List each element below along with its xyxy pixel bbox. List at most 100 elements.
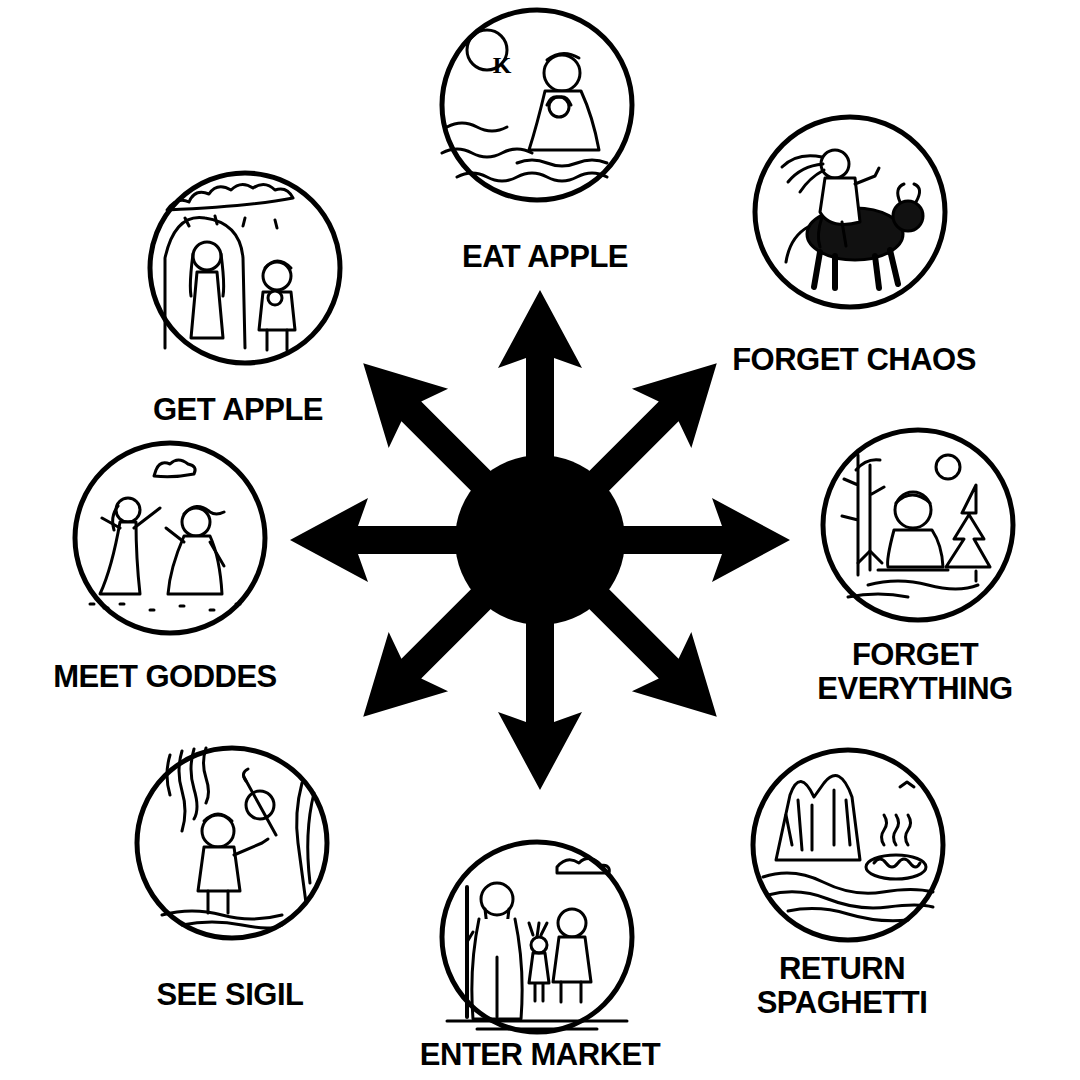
cave-scene <box>265 261 291 268</box>
goddess-scene <box>90 604 240 610</box>
spaghetti-scene <box>882 815 911 845</box>
circle-outline <box>134 745 330 941</box>
scene-label: FORGET CHAOS <box>724 343 984 377</box>
sigil-scene <box>204 814 232 821</box>
circle-outline <box>823 430 1013 620</box>
cave-scene <box>165 218 245 349</box>
scene-label: EAT APPLE <box>425 240 665 274</box>
circle-outline <box>442 842 632 1032</box>
eat-apple-scene <box>547 97 571 105</box>
circle-outline <box>439 839 635 1035</box>
eat-apple-scene <box>544 55 580 91</box>
goddess-scene <box>116 498 140 522</box>
scene-circle: GET APPLE <box>147 170 343 366</box>
circle-outline <box>439 7 635 203</box>
sitting-child-scene <box>858 551 882 563</box>
eat-apple-scene <box>547 53 579 60</box>
circle-outline <box>755 117 945 307</box>
scene-label: ENTER MARKET <box>410 1038 670 1072</box>
circle-outline <box>147 170 343 366</box>
goddess-scene <box>102 508 160 528</box>
scene-circle: FORGET EVERYTHING <box>820 427 1016 623</box>
spaghetti-scene <box>874 859 920 867</box>
cave-scene <box>263 262 291 290</box>
circle-outline <box>75 443 265 633</box>
scene-label: SEE SIGIL <box>130 978 330 1012</box>
goddess-scene <box>90 460 240 610</box>
sitting-child-scene <box>856 460 880 470</box>
cave-scene <box>191 272 223 338</box>
chaos-star <box>455 455 625 625</box>
sigil-scene <box>244 777 276 835</box>
chaos-star <box>290 290 790 790</box>
circle-outline <box>753 750 943 940</box>
ox-rider-scene <box>782 156 824 192</box>
cave-scene <box>259 292 295 330</box>
eat-apple-scene <box>529 91 599 150</box>
scene-label: FORGET EVERYTHING <box>800 638 1030 706</box>
ox-rider-scene <box>818 217 846 247</box>
goddess-scene <box>184 506 224 514</box>
sigil-scene <box>202 815 234 847</box>
market-scene <box>553 937 591 982</box>
cave-scene <box>268 291 282 305</box>
sitting-child-scene <box>895 492 931 528</box>
cave-scene <box>165 184 295 350</box>
scene-label: MEET GODDES <box>45 660 285 694</box>
scene-label: GET APPLE <box>128 393 348 427</box>
scene-circle: MEET GODDES <box>72 440 268 636</box>
eat-apple-scene <box>447 123 507 131</box>
market-scene <box>558 909 586 937</box>
circle-outline <box>137 748 327 938</box>
spaghetti-scene <box>786 790 850 850</box>
scene-circle: RETURN SPAGHETTI <box>750 747 946 943</box>
eat-apple-scene <box>517 160 607 166</box>
market-scene <box>529 923 547 937</box>
market-scene <box>447 1021 627 1029</box>
ox-rider-scene <box>814 250 898 288</box>
ox-rider-scene <box>898 184 920 202</box>
scene-circle: FORGET CHAOS <box>752 114 948 310</box>
sitting-child-scene <box>888 530 943 567</box>
spaghetti-scene <box>900 782 914 787</box>
circle-outline <box>442 10 632 200</box>
eat-apple-scene <box>442 30 607 181</box>
goddess-scene <box>166 528 224 566</box>
spaghetti-scene <box>866 855 926 879</box>
sigil-scene <box>162 748 314 928</box>
ox-rider-scene <box>893 201 923 231</box>
sitting-child-scene <box>975 571 978 581</box>
spaghetti-scene <box>788 909 908 921</box>
ox-rider-scene <box>855 168 879 184</box>
symbol-letter: K <box>487 50 517 80</box>
circle-outline <box>150 173 340 363</box>
sitting-child-scene <box>842 455 884 575</box>
circle-outline <box>750 747 946 943</box>
circle-outline <box>72 440 268 636</box>
scene-circle: EAT APPLE <box>439 7 635 203</box>
sitting-child-scene <box>896 495 930 503</box>
spaghetti-scene <box>768 892 933 908</box>
illustration <box>90 30 990 1029</box>
sigil-scene <box>234 839 268 855</box>
spaghetti-scene <box>763 776 933 921</box>
ox-rider-scene <box>821 150 849 178</box>
goddess-scene <box>154 460 195 477</box>
cave-scene <box>167 184 293 210</box>
goddess-scene <box>100 522 140 594</box>
market-scene <box>447 858 627 1029</box>
circle-outline <box>820 427 1016 623</box>
eat-apple-scene <box>549 97 569 117</box>
sitting-child-scene <box>936 455 960 479</box>
ox-rider-scene <box>786 227 808 262</box>
goddess-scene <box>168 536 222 594</box>
sitting-child-scene <box>946 485 990 567</box>
cave-scene <box>193 242 221 270</box>
circle-outline <box>752 114 948 310</box>
scene-circle: ENTER MARKET <box>439 839 635 1035</box>
ox-rider-scene <box>782 150 923 288</box>
sigil-scene <box>208 891 228 913</box>
sitting-child-scene <box>848 570 978 597</box>
